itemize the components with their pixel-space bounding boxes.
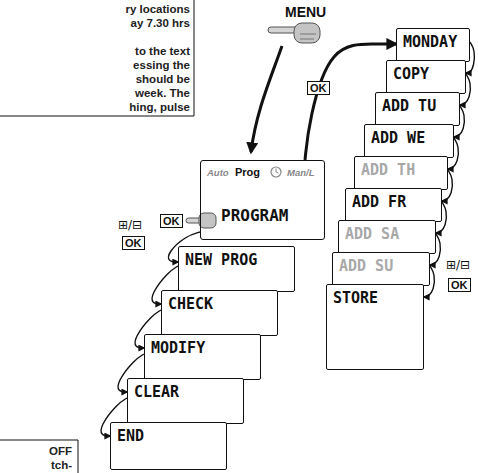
mode-indicator: Prog — [235, 166, 260, 179]
text-fragment: tch- — [51, 458, 72, 472]
menu-item: MODIFY — [151, 339, 254, 357]
button-symbol: ⊞/⊟ — [118, 218, 142, 233]
menu-screen: END — [110, 422, 227, 470]
menu-screen: COPY — [386, 60, 466, 94]
menu-item: CLEAR — [134, 383, 237, 401]
menu-key: MENU — [285, 4, 326, 21]
menu-screen: ADD WE — [364, 124, 454, 158]
text-fragment: week. The — [135, 86, 190, 100]
clock-icon — [271, 167, 281, 177]
button-key: OK — [448, 278, 471, 292]
menu-screen: ADD SU — [332, 252, 430, 286]
menu-screen: CLEAR — [127, 378, 244, 424]
text-fragment: OFF — [49, 444, 72, 458]
menu-item: ADD SU — [339, 257, 423, 275]
text-fragment: ay 7.30 hrs — [131, 16, 190, 30]
hand-icon — [268, 23, 320, 43]
text-frame — [78, 440, 79, 473]
menu-screen: MODIFY — [144, 334, 261, 380]
menu-item: MONDAY — [403, 33, 463, 51]
menu-item: NEW PROG — [185, 251, 288, 269]
menu-screen: NEW PROG — [178, 246, 295, 292]
menu-screen: CHECK — [161, 290, 278, 336]
display-text: PROGRAM — [221, 207, 288, 225]
text-frame — [0, 116, 194, 117]
menu-screen: ADD TU — [375, 92, 460, 126]
text-fragment: to the text — [135, 44, 190, 58]
text-frame — [0, 440, 78, 441]
menu-screen: ADD SA — [338, 220, 436, 254]
button-key: OK — [122, 236, 145, 250]
menu-item: ADD SA — [345, 225, 429, 243]
menu-arrow — [251, 46, 282, 152]
button-symbol: ⊞/⊟ — [446, 258, 470, 273]
menu-screen: MONDAY — [396, 28, 470, 62]
menu-item: ADD WE — [371, 129, 447, 147]
menu-item: CHECK — [168, 295, 271, 313]
menu-item: ADD TH — [361, 161, 441, 179]
hand-icon — [186, 213, 216, 228]
mode-indicator: Auto — [207, 167, 229, 179]
menu-item: ADD TU — [382, 97, 453, 115]
button-key: OK — [307, 81, 330, 95]
button-key: OK — [160, 214, 183, 228]
display-screen: Auto Prog Man/L PROGRAM — [200, 160, 325, 240]
menu-item: COPY — [393, 65, 459, 83]
text-fragment: essing the — [133, 58, 190, 72]
text-frame — [194, 0, 195, 116]
mode-indicator: Man/L — [287, 167, 314, 179]
menu-item: ADD FR — [352, 193, 435, 211]
menu-screen: ADD FR — [345, 188, 442, 222]
text-fragment: ry locations — [125, 2, 190, 16]
text-fragment: should be — [136, 72, 190, 86]
menu-screen: STORE — [326, 284, 424, 370]
menu-item: END — [117, 427, 220, 445]
text-fragment: hing, pulse — [129, 100, 190, 114]
menu-item: STORE — [333, 289, 417, 307]
menu-screen: ADD TH — [354, 156, 448, 190]
